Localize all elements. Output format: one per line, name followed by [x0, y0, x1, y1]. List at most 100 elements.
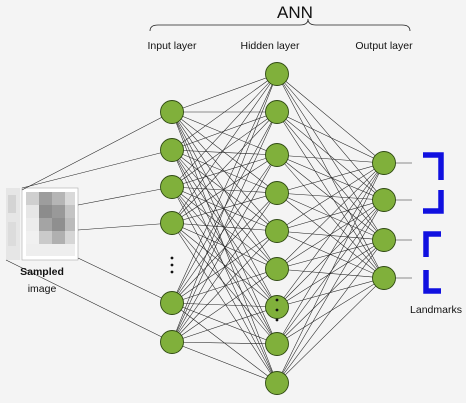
input-hidden-connection [171, 149, 278, 384]
landmark-bracket-icon [423, 190, 444, 214]
input-hidden-connection [171, 222, 278, 345]
input-hidden-connection [171, 154, 278, 188]
input-node [160, 330, 184, 354]
input-node [160, 138, 184, 162]
input-hidden-connection [171, 111, 278, 343]
input-hidden-connection [171, 186, 278, 270]
hidden-output-connection [276, 277, 385, 308]
hidden-node [265, 371, 289, 395]
input-hidden-connection [171, 341, 278, 345]
landmark-bracket-icon [423, 152, 444, 180]
input-hidden-connection [171, 111, 278, 151]
input-ellipsis-dot [170, 270, 174, 274]
hidden-output-connection [276, 154, 385, 201]
output-node [372, 151, 396, 175]
hidden-output-connection [276, 73, 385, 164]
input-hidden-connection [171, 149, 278, 232]
hidden-output-connection [276, 162, 385, 308]
connections-group [5, 73, 412, 384]
input-node [160, 175, 184, 199]
hidden-output-connection [276, 111, 385, 241]
output-node [372, 188, 396, 212]
hidden-output-connection [276, 230, 385, 241]
input-hidden-connection [171, 186, 278, 384]
output-node [372, 266, 396, 290]
input-hidden-connection [171, 222, 278, 270]
hidden-output-connection [276, 199, 385, 345]
input-hidden-connection [171, 186, 278, 345]
input-hidden-connection [171, 73, 278, 151]
hidden-output-connection [276, 162, 385, 270]
input-hidden-connection [171, 111, 278, 224]
hidden-output-connection [276, 111, 385, 201]
hidden-output-connection [276, 73, 385, 201]
input-hidden-connection [171, 111, 278, 188]
input-hidden-connection [171, 73, 278, 188]
input-node [160, 100, 184, 124]
nodes-group [160, 62, 396, 395]
hidden-output-connection [276, 239, 385, 384]
hidden-ellipsis-dot [275, 298, 279, 302]
hidden-ellipsis-dot [275, 308, 279, 312]
input-hidden-connection [171, 154, 278, 343]
hidden-output-connection [276, 277, 385, 384]
hidden-output-connection [276, 162, 385, 232]
hidden-output-connection [276, 111, 385, 164]
input-hidden-connection [171, 73, 278, 343]
hidden-node [265, 257, 289, 281]
image-to-input-connection [21, 149, 173, 189]
hidden-node [265, 181, 289, 205]
landmark-bracket-icon [423, 231, 441, 257]
output-node [372, 228, 396, 252]
hidden-node [265, 332, 289, 356]
hidden-node [265, 143, 289, 167]
input-hidden-connection [171, 73, 278, 304]
landmark-bracket-icon [423, 270, 441, 294]
input-hidden-connection [171, 302, 278, 308]
image-to-input-connection [77, 257, 173, 304]
input-ellipsis-dot [170, 263, 174, 267]
hidden-layer-header: Hidden layer [241, 40, 300, 52]
input-hidden-connection [171, 230, 278, 343]
ellipses-group [170, 256, 279, 322]
hidden-output-connection [276, 73, 385, 241]
input-hidden-connection [171, 73, 278, 113]
input-node [160, 211, 184, 235]
input-hidden-connection [171, 192, 278, 343]
hidden-output-connection [276, 239, 385, 270]
input-ellipsis-dot [170, 256, 174, 260]
image-to-input-connection [77, 222, 173, 231]
input-hidden-connection [171, 341, 278, 384]
input-hidden-connection [171, 186, 278, 308]
input-hidden-connection [171, 154, 278, 304]
input-hidden-connection [171, 111, 278, 156]
hidden-node [265, 295, 289, 319]
hidden-output-connection [276, 154, 385, 241]
diagram-title: ANN [277, 3, 313, 22]
output-layer-header: Output layer [355, 40, 413, 52]
sampled-image-label-line2: image [28, 283, 57, 295]
hidden-output-connection [276, 192, 385, 241]
hidden-ellipsis-dot [275, 318, 279, 322]
input-node [160, 291, 184, 315]
input-hidden-connection [171, 302, 278, 345]
hidden-output-connection [276, 199, 385, 384]
input-hidden-connection [171, 186, 278, 194]
input-hidden-connection [171, 230, 278, 304]
image-to-input-connection [21, 111, 173, 191]
hidden-output-connection [276, 192, 385, 201]
sampled-image-thumbnail [6, 187, 79, 261]
input-hidden-connection [171, 268, 278, 343]
hidden-output-connection [276, 162, 385, 384]
image-to-input-connection [77, 186, 173, 206]
hidden-node [265, 100, 289, 124]
input-hidden-connection [171, 186, 278, 232]
input-hidden-connection [171, 222, 278, 384]
hidden-node [265, 62, 289, 86]
hidden-output-connection [276, 199, 385, 270]
hidden-output-connection [276, 199, 385, 232]
input-layer-header: Input layer [147, 40, 197, 52]
input-hidden-connection [171, 306, 278, 343]
